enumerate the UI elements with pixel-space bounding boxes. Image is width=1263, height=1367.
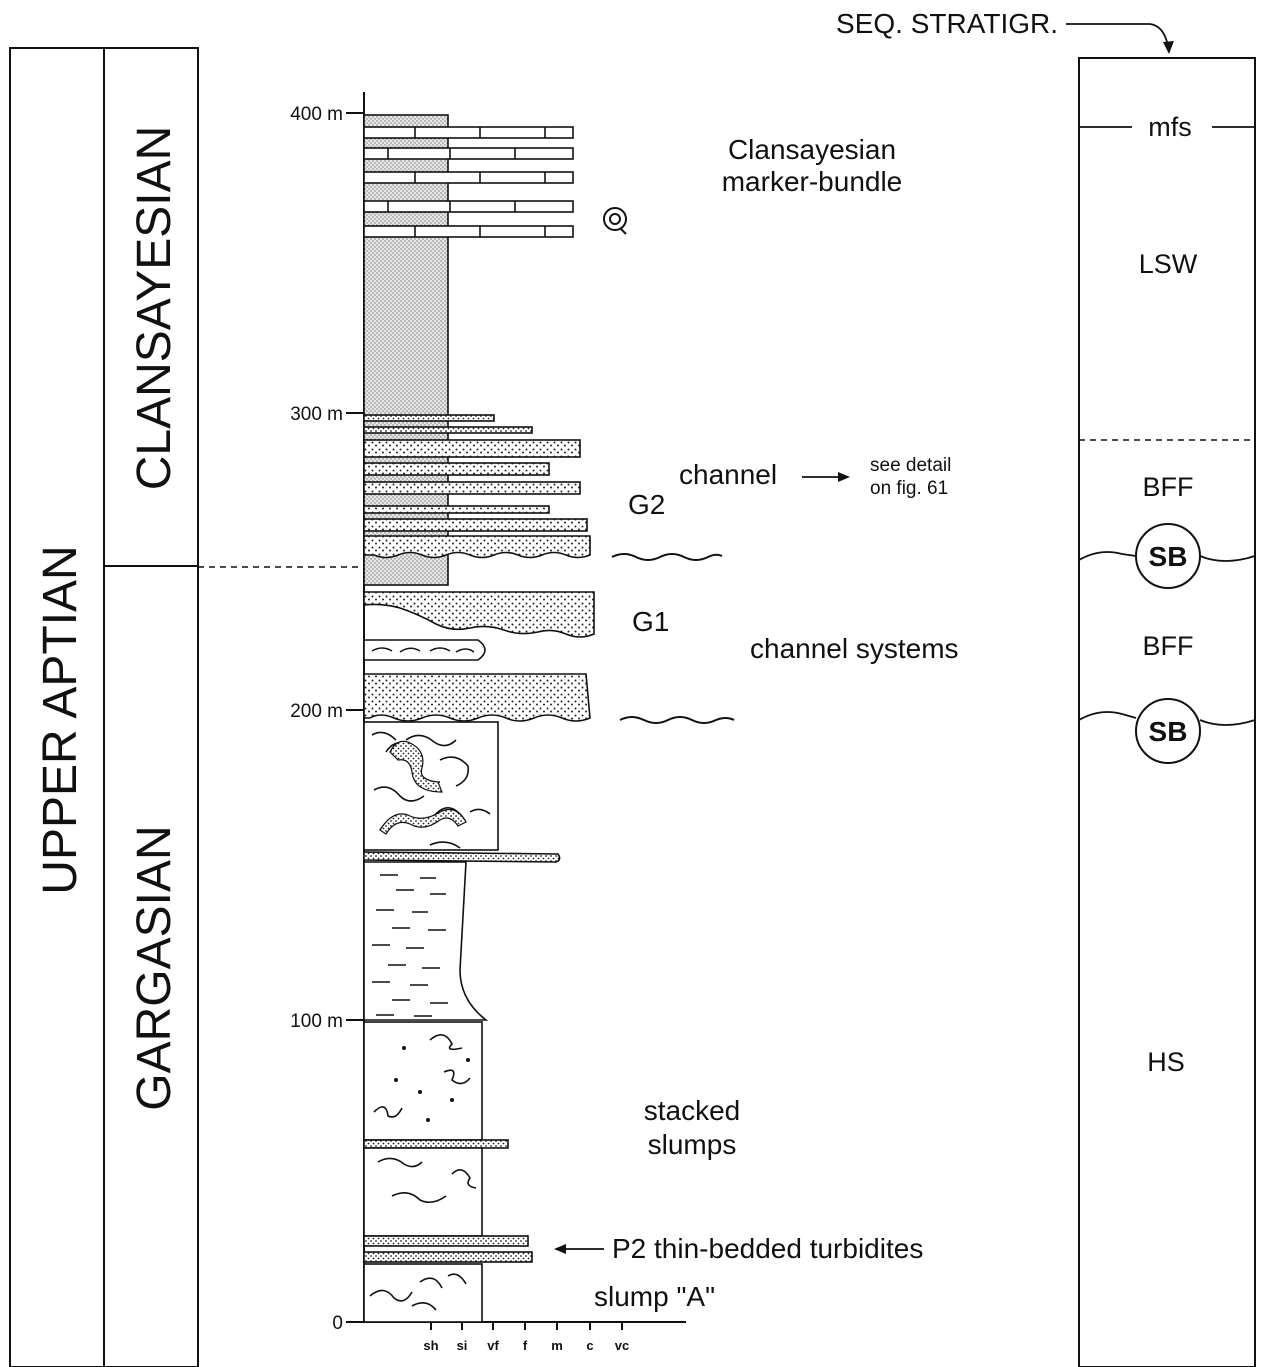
see-detail-label-line2: on fig. 61 <box>870 478 948 499</box>
slumped-interval-lower <box>363 1147 483 1237</box>
slump-fold-marks-middle <box>373 1034 471 1118</box>
bff-lower-label: BFF <box>1143 631 1194 661</box>
log-annotations: Clansayesian marker-bundle G2 channel se… <box>554 134 959 1312</box>
grain-size-labels: sh si vf f m c vc <box>423 1338 629 1353</box>
shale-interval-upper <box>363 114 449 586</box>
turbidites-label: P2 thin-bedded turbidites <box>612 1233 923 1264</box>
turbidites-arrow-icon <box>554 1244 604 1254</box>
stacked-slumps-label-line2: slumps <box>648 1129 737 1160</box>
g2-label: G2 <box>628 489 665 520</box>
channel-arrow-icon <box>802 472 850 482</box>
channel-label: channel <box>679 459 777 490</box>
stacked-slumps-label-line1: stacked <box>644 1095 741 1126</box>
g1-label: G1 <box>632 606 669 637</box>
silt-dash-marks <box>372 874 448 1017</box>
thick-channel-sandstone-200m <box>363 673 591 722</box>
grain-sh: sh <box>423 1338 438 1353</box>
depth-tick-200: 200 m <box>290 701 343 722</box>
slumped-lens <box>363 639 486 661</box>
stacked-slumps-interval <box>363 1021 483 1141</box>
depth-tick-300: 300 m <box>290 404 343 425</box>
scattered-grain-dots-middle <box>393 1046 470 1123</box>
substage-gargasian-label: GARGASIAN <box>128 825 181 1110</box>
seq-stratigr-header: SEQ. STRATIGR. <box>836 8 1058 39</box>
p2-turbidite-bed-lower <box>363 1251 533 1263</box>
bff-upper-label: BFF <box>1143 472 1194 502</box>
channel-systems-label: channel systems <box>750 633 959 664</box>
ammonite-fossil-icon <box>603 207 627 235</box>
grain-f: f <box>523 1338 528 1353</box>
slump-a-label: slump "A" <box>594 1281 715 1312</box>
sb-lower-circle <box>1135 698 1201 764</box>
depth-tick-100: 100 m <box>290 1011 343 1032</box>
stage-columns <box>9 47 199 1367</box>
header-arrow-head-icon <box>1163 41 1174 54</box>
erosion-surface-g2 <box>611 553 723 561</box>
grain-m: m <box>551 1338 563 1353</box>
grain-c: c <box>586 1338 593 1353</box>
erosion-surface-200m <box>619 716 735 724</box>
depth-tick-labels: 400 m 300 m 200 m 100 m 0 <box>290 104 343 1334</box>
marker-bundle-label-line2: marker-bundle <box>722 166 903 197</box>
p2-turbidite-bed-upper <box>363 1235 529 1247</box>
g1-channel-sandstone <box>363 591 595 638</box>
marker-bundle-label-line1: Clansayesian <box>728 134 896 165</box>
slump-fold-marks-bottom <box>369 1273 467 1311</box>
depth-tick-0: 0 <box>332 1313 343 1334</box>
thin-turbidite-beds-300m <box>363 414 533 434</box>
g2-channel-sandstones <box>363 439 591 559</box>
substage-clansayesian-label: CLANSAYESIAN <box>128 126 181 491</box>
limestone-marker-beds <box>363 126 574 238</box>
stage-upper-aptian-label: UPPER APTIAN <box>34 545 87 894</box>
see-detail-label-line1: see detail <box>870 455 951 476</box>
sequence-column-frame <box>1078 57 1256 1367</box>
depth-tick-400: 400 m <box>290 104 343 125</box>
sequence-column: SEQ. STRATIGR. mfs LSW BFF SB BFF SB HS <box>836 8 1256 1367</box>
slump-a-interval <box>363 1263 483 1323</box>
grain-vf: vf <box>487 1338 499 1353</box>
hs-label: HS <box>1147 1047 1185 1077</box>
slump-fold-marks-lower <box>377 1157 477 1204</box>
sb-upper-label: SB <box>1149 541 1188 572</box>
lsw-label: LSW <box>1139 249 1198 279</box>
silty-shale-interval <box>363 861 489 1021</box>
litho-log <box>363 114 735 1323</box>
header-arrow-line <box>1066 23 1169 47</box>
grain-si: si <box>457 1338 468 1353</box>
sand-bed-60m <box>363 1139 509 1149</box>
sb-upper-circle <box>1135 523 1201 589</box>
sb-lower-label: SB <box>1149 716 1188 747</box>
mfs-label: mfs <box>1148 112 1192 142</box>
sand-bed-150m <box>363 851 561 863</box>
grain-vc: vc <box>615 1338 629 1353</box>
